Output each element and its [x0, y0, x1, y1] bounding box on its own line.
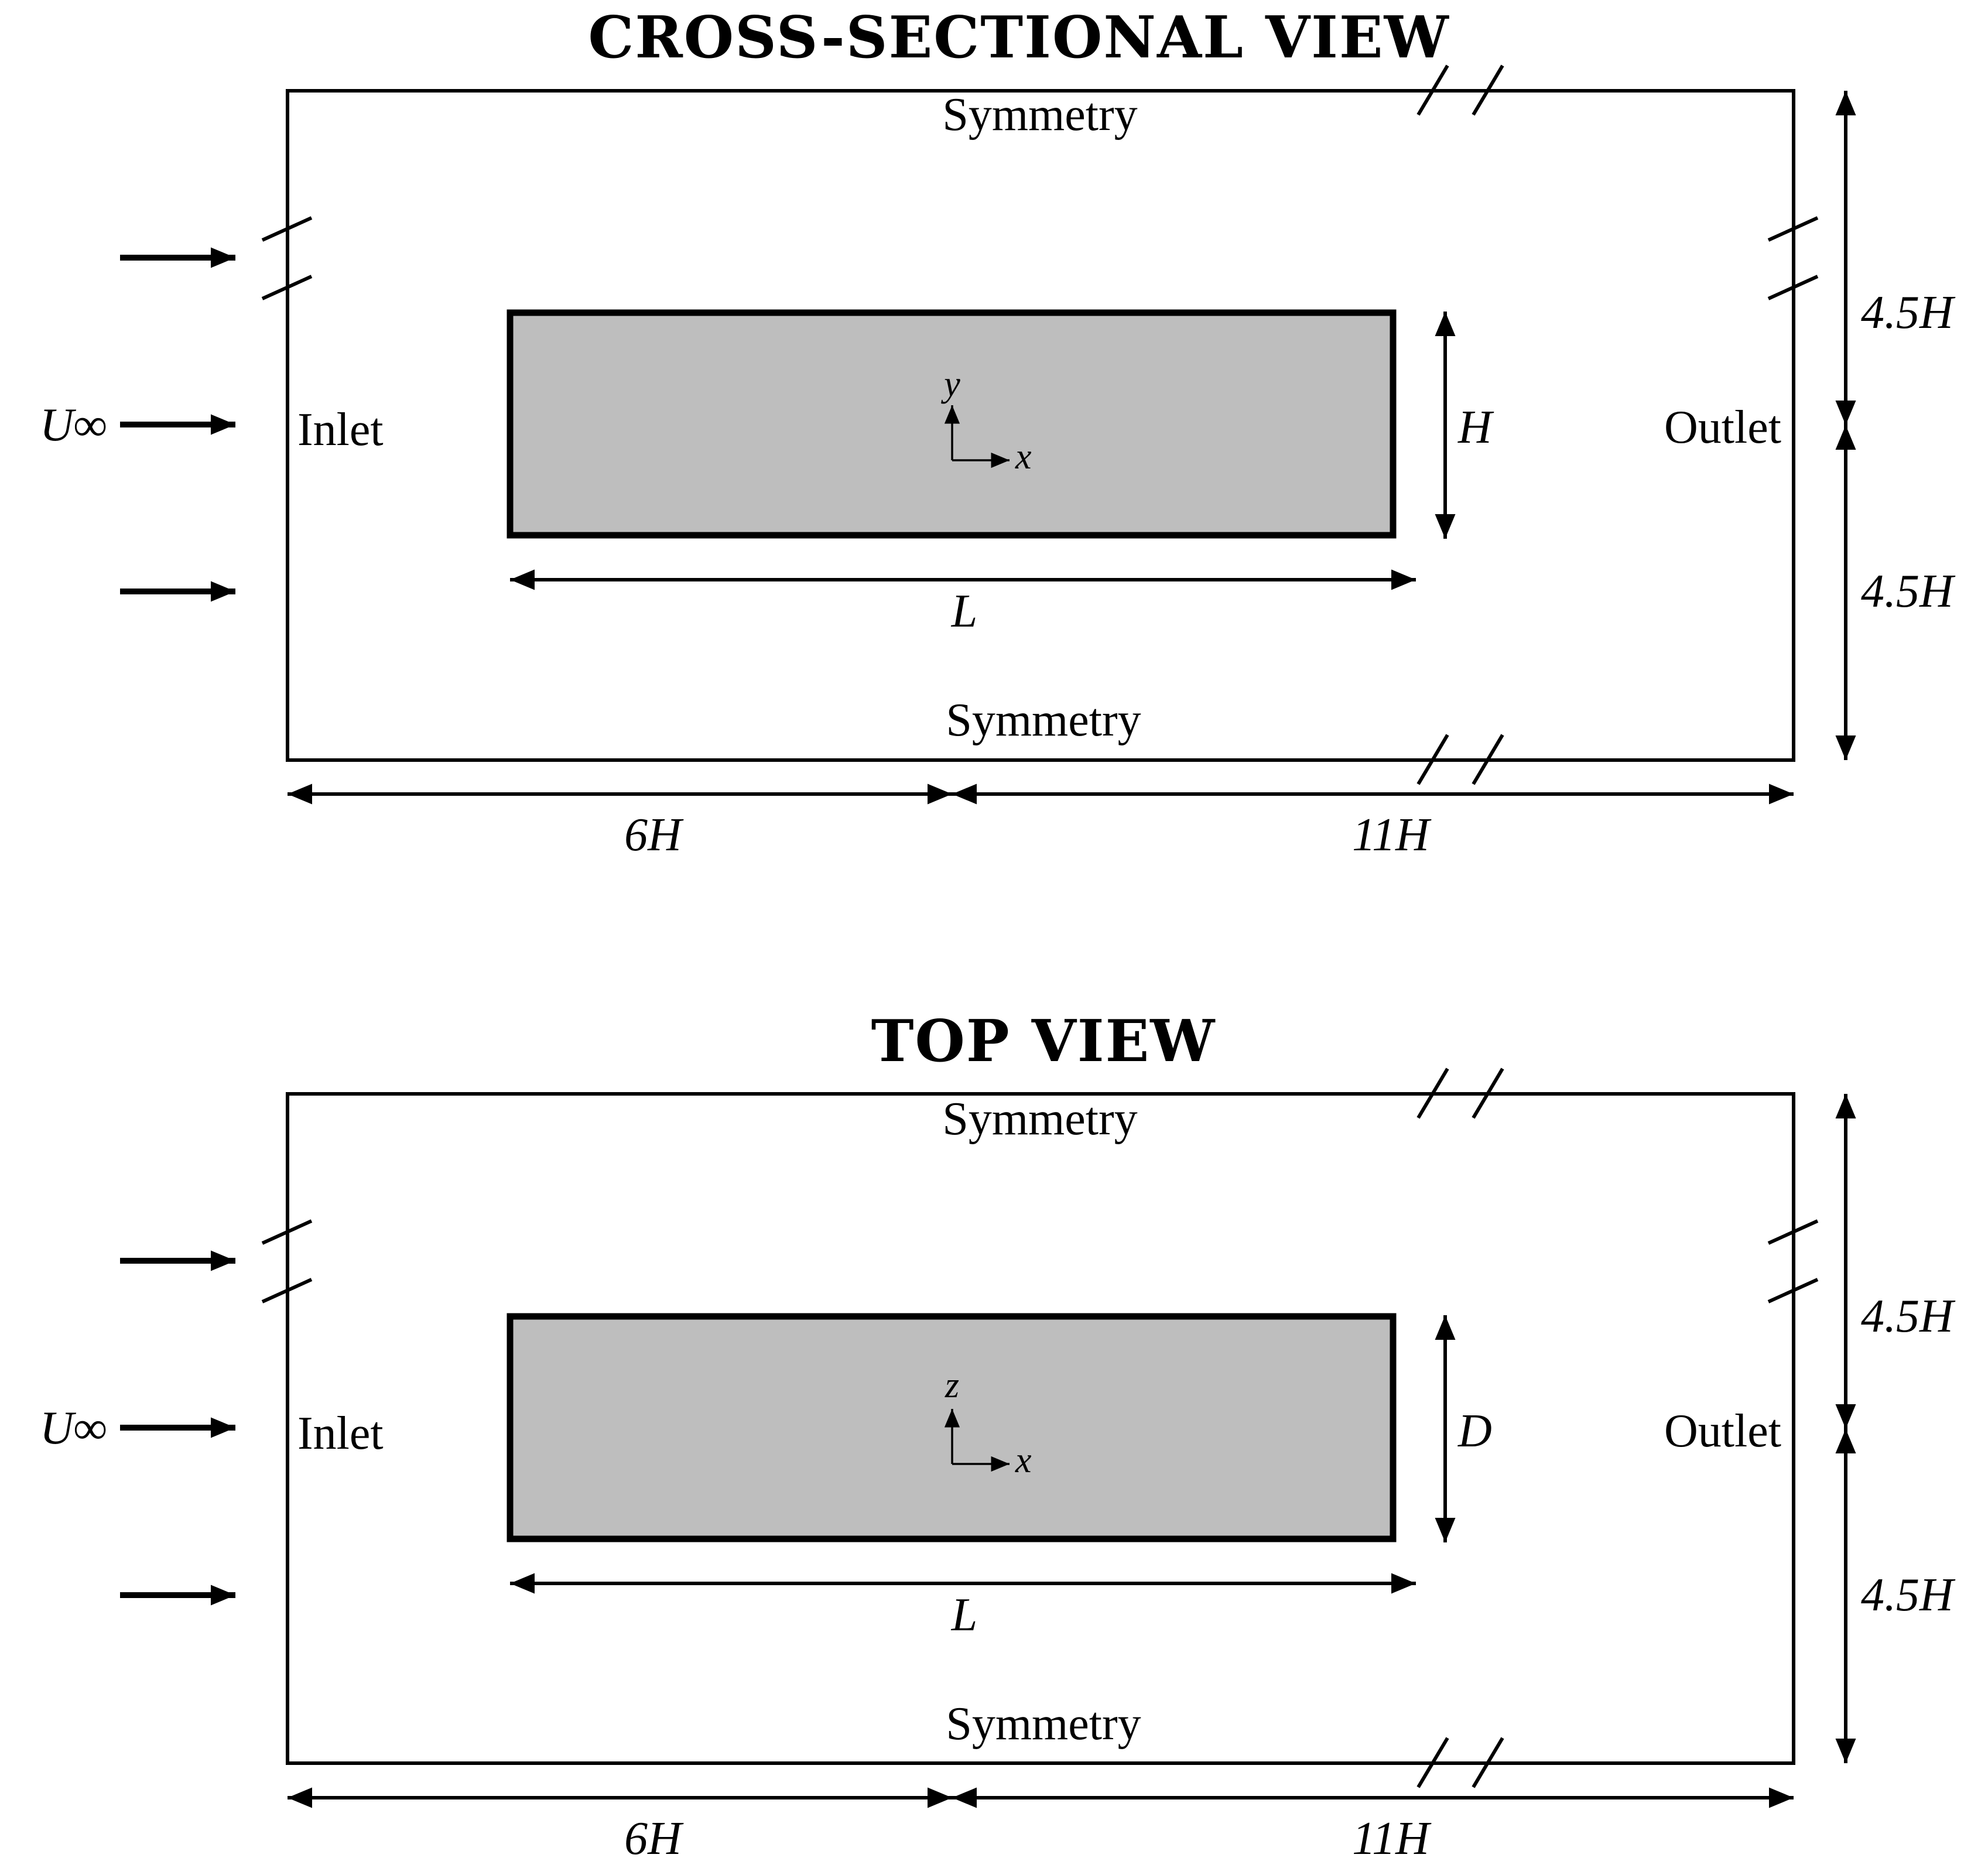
freestream-velocity-label: U∞	[40, 399, 107, 451]
inflow-arrows	[120, 247, 235, 602]
break-marks	[261, 64, 1819, 785]
upstream-length-label: 6H	[624, 1813, 684, 1864]
axis-label-vertical: y	[940, 364, 960, 404]
top-boundary-label: Symmetry	[942, 1093, 1137, 1145]
view-title: TOP VIEW	[871, 1008, 1216, 1075]
outlet-label: Outlet	[1664, 402, 1781, 453]
body-length-label: L	[951, 586, 978, 637]
bottom-boundary-label: Symmetry	[946, 694, 1141, 746]
axis-label-horizontal: x	[1015, 1441, 1032, 1480]
coordinate-axes	[944, 1409, 1010, 1472]
domain-boundary	[286, 89, 1795, 762]
body-length-label: L	[951, 1589, 978, 1641]
outlet-label: Outlet	[1664, 1405, 1781, 1457]
upper-half-width-label: 4.5H	[1861, 1291, 1956, 1342]
bottom-boundary-label: Symmetry	[946, 1698, 1141, 1750]
body-height-label: H	[1457, 402, 1494, 453]
coordinate-axes	[944, 405, 1010, 468]
upstream-length-label: 6H	[624, 809, 684, 861]
bluff-body	[507, 1313, 1397, 1542]
break-marks	[261, 1068, 1819, 1788]
body-depth-label: D	[1457, 1405, 1492, 1457]
axis-label-horizontal: x	[1015, 437, 1032, 477]
lower-half-height-label: 4.5H	[1861, 566, 1956, 617]
inlet-label: Inlet	[297, 1408, 384, 1459]
downstream-length-label: 11H	[1352, 1813, 1432, 1864]
lower-half-width-label: 4.5H	[1861, 1569, 1956, 1621]
top-boundary-label: Symmetry	[942, 89, 1137, 141]
downstream-length-label: 11H	[1352, 809, 1432, 861]
top-view: TOP VIEW Symmetry Symmetry Inlet Outlet …	[40, 1008, 1956, 1864]
view-title: CROSS-SECTIONAL VIEW	[588, 4, 1449, 71]
inflow-arrows	[120, 1250, 235, 1606]
upper-half-height-label: 4.5H	[1861, 287, 1956, 338]
inlet-label: Inlet	[297, 404, 384, 456]
domain-boundary	[286, 1092, 1795, 1765]
cross-sectional-view: CROSS-SECTIONAL VIEW Symmetry Symmetry I…	[40, 4, 1956, 861]
freestream-velocity-label: U∞	[40, 1402, 107, 1454]
axis-label-vertical: z	[945, 1366, 959, 1405]
